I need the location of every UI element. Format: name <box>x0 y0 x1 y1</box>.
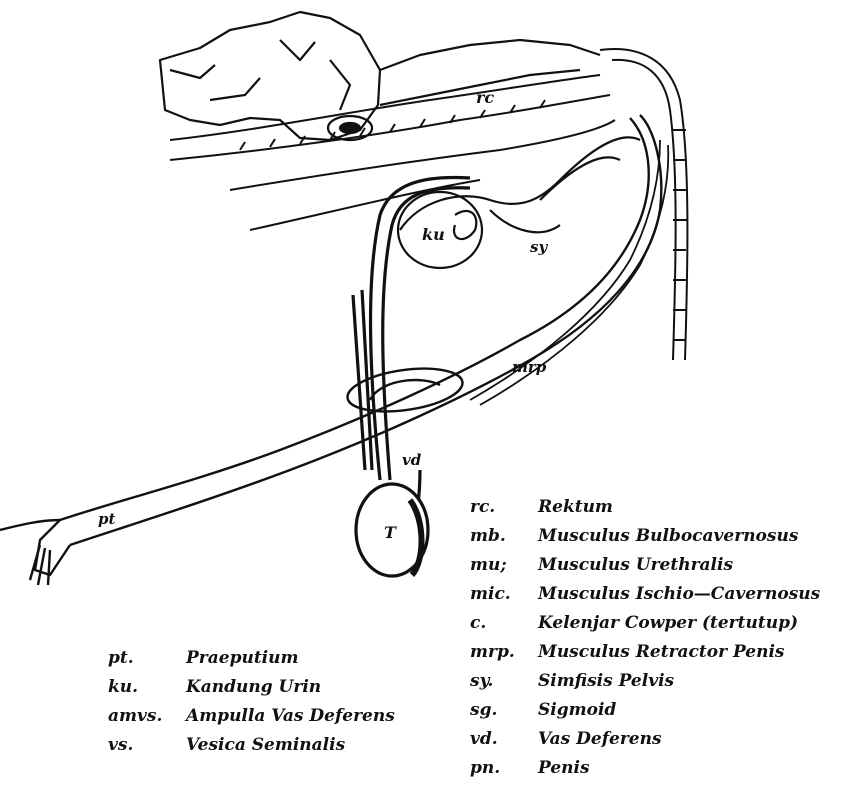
legend-name: Kelenjar Cowper (tertutup) <box>538 613 798 633</box>
legend-abbr: amvs. <box>108 706 162 726</box>
legend-name: Praeputium <box>186 648 298 668</box>
legend-name: Musculus Retractor Penis <box>538 642 784 662</box>
legend-abbr: vd. <box>470 729 498 749</box>
legend-left: pt. Praeputium ku. Kandung Urin amvs. Am… <box>108 648 408 778</box>
retractor-muscle <box>470 140 668 405</box>
label-rc: rc <box>476 88 494 107</box>
legend-abbr: pt. <box>108 648 134 668</box>
legend-abbr: c. <box>470 613 486 633</box>
label-vd: vd <box>402 451 422 469</box>
legend-abbr: rc. <box>470 497 495 517</box>
legend-name: Penis <box>538 758 590 778</box>
legend-name: Rektum <box>538 497 613 517</box>
legend-name: Simfisis Pelvis <box>538 671 674 691</box>
legend-abbr: mic. <box>470 584 511 604</box>
legend-abbr: mu; <box>470 555 507 575</box>
legend-abbr: pn. <box>470 758 500 778</box>
bladder-and-glands <box>398 137 640 268</box>
legend-name: Musculus Urethralis <box>538 555 733 575</box>
legend-name: Vas Deferens <box>538 729 662 749</box>
legend-abbr: mrp. <box>470 642 515 662</box>
legend-abbr: vs. <box>108 735 133 755</box>
legend-name: Musculus Ischio—Cavernosus <box>538 584 820 604</box>
legend-abbr: sy. <box>470 671 493 691</box>
label-ku: ku <box>422 225 445 244</box>
legend-abbr: sg. <box>470 700 497 720</box>
label-testis: T <box>384 523 397 542</box>
label-sy: sy <box>530 238 548 256</box>
legend-abbr: mb. <box>470 526 506 546</box>
label-mrp: mrp <box>512 358 547 376</box>
legend-name: Vesica Seminalis <box>186 735 345 755</box>
legend-name: Musculus Bulbocavernosus <box>538 526 798 546</box>
legend-right: rc. Rektum mb. Musculus Bulbocavernosus … <box>470 497 842 797</box>
legend-name: Kandung Urin <box>186 677 321 697</box>
rectum <box>170 75 615 230</box>
label-pt: pt <box>98 510 115 528</box>
legend-name: Ampulla Vas Deferens <box>186 706 395 726</box>
vertebral-column <box>160 12 600 140</box>
legend-name: Sigmoid <box>538 700 616 720</box>
legend-abbr: ku. <box>108 677 138 697</box>
